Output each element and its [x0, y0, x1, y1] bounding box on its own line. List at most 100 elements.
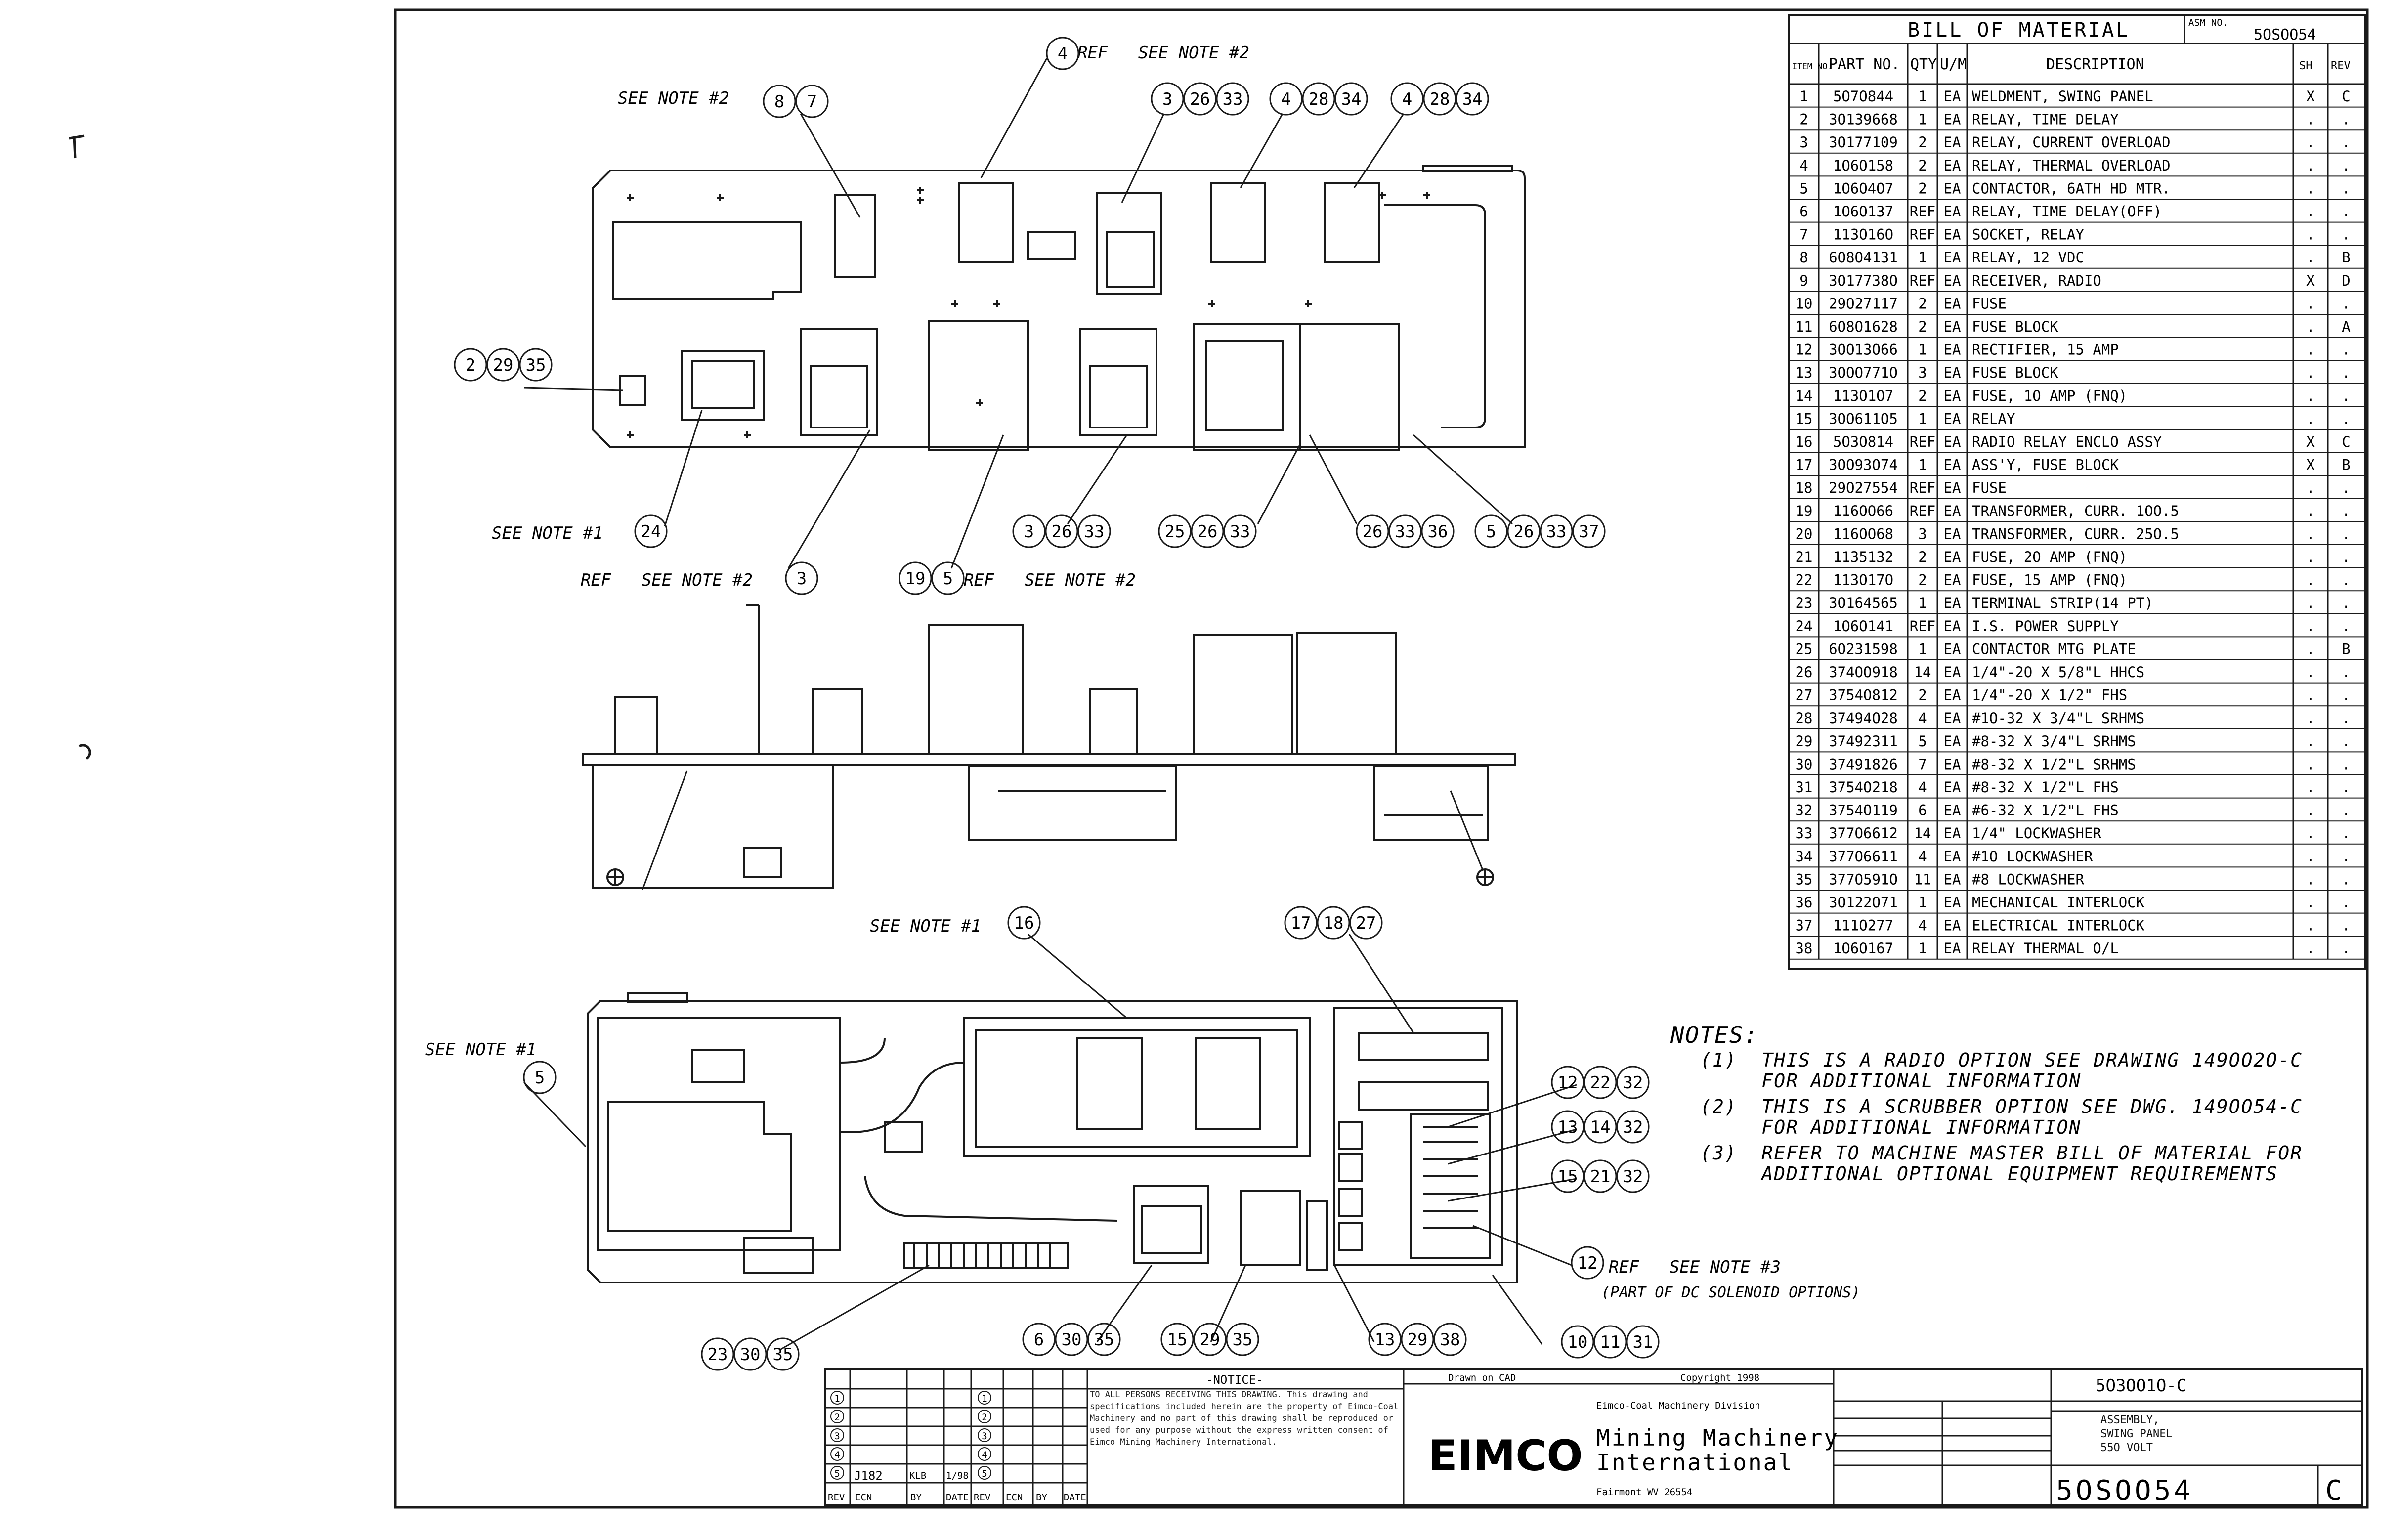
copyright: Copyright 1998 [1680, 1372, 1759, 1383]
balloon-number: 30 [1062, 1330, 1082, 1350]
rev-row-circle [830, 1447, 844, 1461]
balloon-number: 18 [1324, 913, 1344, 933]
fuse-block-assembly [1333, 1007, 1503, 1266]
rev-row-number: 1 [834, 1393, 840, 1404]
bom-cell-part: 3O164565 [1829, 595, 1898, 611]
balloon-number: 25 [1165, 522, 1185, 542]
bom-cell-part: 37492311 [1829, 733, 1898, 750]
bom-cell-desc: ASS'Y, FUSE BLOCK [1972, 457, 2119, 473]
bom-cell-desc: #8-32 X 1/2"L SRHMS [1972, 756, 2136, 772]
bom-cell-item: 32 [1796, 802, 1813, 819]
balloon-number: 7 [807, 92, 817, 112]
balloon-circle [1626, 1325, 1660, 1359]
balloon-circle [1055, 1323, 1088, 1356]
balloon-number: 15 [1167, 1330, 1188, 1350]
bom-cell-desc: SOCKET, RELAY [1972, 226, 2084, 243]
bom-cell-desc: FUSE, 1O AMP (FNQ) [1972, 387, 2127, 404]
balloon-circle [1584, 1066, 1617, 1099]
balloon-number: 17 [1291, 913, 1311, 933]
bom-cell-item: 10 [1796, 295, 1813, 312]
bom-cell-part: 1O6O137 [1833, 203, 1893, 220]
bom-cell-rev: A [2342, 318, 2350, 335]
balloon-circle [1045, 514, 1078, 548]
bom-cell-um: EA [1944, 549, 1961, 565]
bom-header-2: PART NO. [1829, 56, 1900, 73]
balloon-circle [1456, 82, 1489, 116]
bom-cell-sh: . [2306, 917, 2314, 934]
balloon-circle [733, 1337, 767, 1371]
bom-cell-qty: 1 [1918, 940, 1927, 957]
balloon-number: 34 [1462, 89, 1483, 109]
balloon-circle [1007, 906, 1041, 940]
balloon-number: 28 [1430, 89, 1450, 109]
bom-cell-rev: . [2342, 779, 2350, 796]
balloon-number: 5 [1486, 522, 1496, 542]
bom-cell-rev: . [2342, 618, 2350, 635]
bom-cell-item: 29 [1796, 733, 1813, 750]
notice-heading: -NOTICE- [1206, 1373, 1263, 1387]
balloon-number: 5 [535, 1068, 545, 1088]
bom-cell-desc: TERMINAL STRIP(14 PT) [1972, 595, 2153, 611]
bom-cell-rev: C [2342, 88, 2350, 105]
terminal-strip [903, 1242, 1069, 1269]
bom-cell-item: 21 [1796, 549, 1813, 565]
balloon-circle [1022, 1323, 1056, 1356]
balloon-circle [1421, 514, 1455, 548]
bom-cell-sh: X [2306, 457, 2315, 473]
balloon-circle [1593, 1325, 1627, 1359]
bom-cell-um: EA [1944, 779, 1961, 796]
bom-cell-desc: FUSE [1972, 479, 2007, 496]
bom-cell-um: EA [1944, 479, 1961, 496]
balloon-circle [1423, 82, 1456, 116]
balloon-number: 10 [1568, 1332, 1588, 1352]
bom-cell-um: EA [1944, 318, 1961, 335]
bom-cell-sh: . [2306, 802, 2314, 819]
bom-cell-qty: 4 [1918, 917, 1927, 934]
radio-relay-enclosure [963, 1017, 1311, 1157]
bom-cell-part: 3OO13O66 [1829, 342, 1898, 358]
bom-cell-qty: REF [1910, 433, 1935, 450]
bom-cell-sh: . [2306, 226, 2314, 243]
rev-row4-ecn: J182 [854, 1469, 883, 1483]
balloon-number: 35 [1233, 1330, 1253, 1350]
bom-cell-item: 20 [1796, 525, 1813, 542]
bom-cell-rev: . [2342, 664, 2350, 681]
balloon-number: 26 [1052, 522, 1072, 542]
bom-cell-desc: RELAY, CURRENT OVERLOAD [1972, 134, 2171, 151]
bom-cell-part: 3OO611O5 [1829, 410, 1898, 427]
balloon-circle [701, 1337, 734, 1371]
balloon-circle [1077, 514, 1111, 548]
bom-cell-desc: FUSE, 15 AMP (FNQ) [1972, 572, 2127, 589]
bom-cell-um: EA [1944, 387, 1961, 404]
bom-cell-sh: . [2306, 342, 2314, 358]
scan-mark [69, 134, 85, 159]
balloon-circle [785, 561, 818, 595]
bom-cell-part: 5O7O844 [1833, 88, 1893, 105]
bom-cell-qty: 1 [1918, 249, 1927, 266]
bom-cell-um: EA [1944, 664, 1961, 681]
rev-header-by: BY [910, 1492, 922, 1503]
bom-cell-part: 3O17738O [1829, 272, 1898, 289]
bom-cell-qty: 2 [1918, 295, 1927, 312]
bom-cell-sh: . [2306, 525, 2314, 542]
top-view-panel [592, 165, 1526, 451]
note-line-2: FOR ADDITIONAL INFORMATION [1700, 1070, 2081, 1092]
bom-header-3: QTY [1910, 56, 1937, 73]
bom-cell-qty: REF [1910, 503, 1935, 519]
division-name: Eimco-Coal Machinery Division [1596, 1400, 1760, 1411]
bom-cell-rev: . [2342, 733, 2350, 750]
bom-cell-qty: 6 [1918, 802, 1927, 819]
bom-cell-rev: . [2342, 180, 2350, 197]
balloon-circle [1584, 1110, 1617, 1144]
bom-cell-desc: RELAY, 12 VDC [1972, 249, 2084, 266]
bom-cell-rev: . [2342, 295, 2350, 312]
bom-cell-item: 31 [1796, 779, 1813, 796]
bom-cell-rev: . [2342, 387, 2350, 404]
